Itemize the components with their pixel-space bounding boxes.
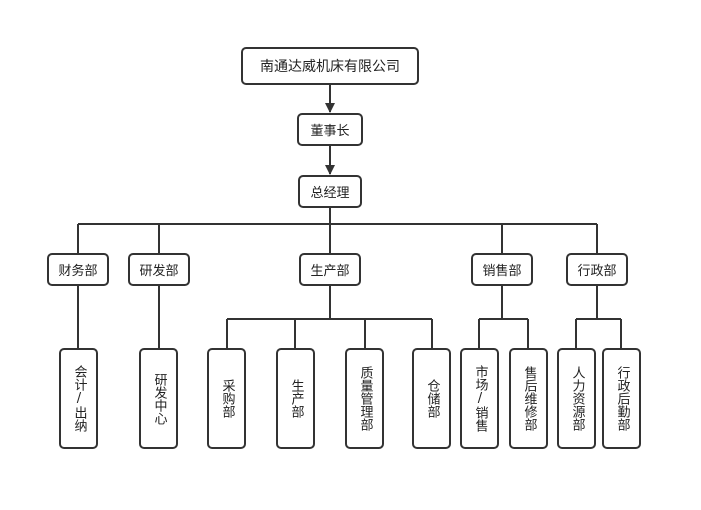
node-dept-rnd: 研发部 bbox=[128, 253, 190, 286]
node-unit-after-sales: 售后维修部 bbox=[509, 348, 548, 449]
node-general-manager: 总经理 bbox=[298, 175, 362, 208]
node-dept-production: 生产部 bbox=[299, 253, 361, 286]
node-dept-sales: 销售部 bbox=[471, 253, 533, 286]
node-dept-admin: 行政部 bbox=[566, 253, 628, 286]
node-chairman: 董事长 bbox=[297, 113, 363, 146]
node-unit-quality: 质量管理部 bbox=[345, 348, 384, 449]
node-unit-rnd-center: 研发中心 bbox=[139, 348, 178, 449]
node-unit-production: 生产部 bbox=[276, 348, 315, 449]
node-unit-admin-logistics: 行政后勤部 bbox=[602, 348, 641, 449]
node-unit-accounting: 会计/出纳 bbox=[59, 348, 98, 449]
node-company: 南通达威机床有限公司 bbox=[241, 47, 419, 85]
node-unit-warehouse: 仓储部 bbox=[412, 348, 451, 449]
node-unit-hr: 人力资源部 bbox=[557, 348, 596, 449]
node-unit-marketing-sales: 市场/销售 bbox=[460, 348, 499, 449]
node-dept-finance: 财务部 bbox=[47, 253, 109, 286]
node-unit-purchasing: 采购部 bbox=[207, 348, 246, 449]
